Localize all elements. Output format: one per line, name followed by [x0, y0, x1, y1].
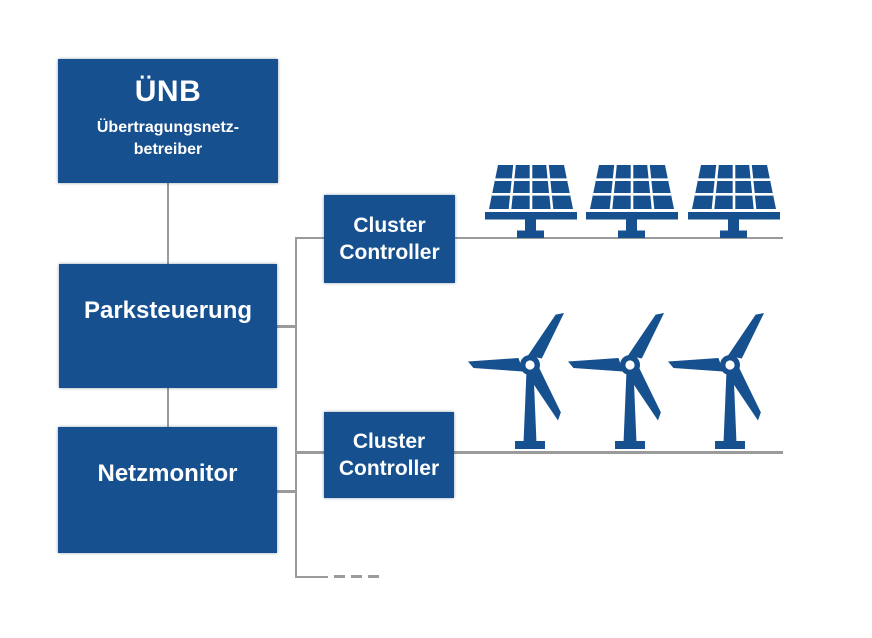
parksteuerung-label: Parksteuerung	[83, 297, 253, 324]
cluster-controller-wind-box: Cluster Controller	[324, 412, 454, 498]
ellipsis-dashes-icon	[368, 575, 379, 579]
connector-pv-string	[455, 236, 783, 240]
connector-wind-string	[453, 451, 783, 454]
cluster-controller-pv-line1: Cluster	[353, 214, 426, 237]
cluster-controller-wind-line1: Cluster	[352, 430, 426, 453]
connector-unb-parksteuerung	[166, 183, 170, 265]
wind-turbine-icon	[663, 299, 797, 451]
parksteuerung-box: Parksteuerung	[59, 264, 277, 388]
connector-parksteuerung-netzmonitor	[166, 388, 170, 428]
unb-box: ÜNB Übertragungsnetz- betreiber	[58, 59, 278, 183]
ellipsis-dashes-icon	[351, 575, 362, 579]
ellipsis-dashes-icon	[334, 575, 345, 579]
cluster-controller-pv-box: Cluster Controller	[324, 195, 455, 283]
unb-subtitle-line2: betreiber	[133, 141, 203, 158]
connector-bus-vertical	[294, 237, 298, 578]
connector-netzmonitor-bus	[277, 490, 297, 493]
connector-bus-more	[294, 575, 328, 578]
solar-panel-icon	[586, 164, 678, 238]
unb-subtitle-line1: Übertragungsnetz-	[96, 119, 240, 136]
netzmonitor-label: Netzmonitor	[97, 460, 238, 487]
netzmonitor-box: Netzmonitor	[58, 427, 277, 553]
connector-bus-cluster-controller-wind	[296, 451, 325, 454]
solar-panel-icon	[688, 164, 780, 238]
cluster-controller-wind-line2: Controller	[338, 457, 440, 480]
unb-title: ÜNB	[134, 75, 202, 108]
solar-panel-icon	[485, 164, 577, 238]
unb-subtitle: Übertragungsnetz- betreiber	[58, 117, 278, 161]
connector-bus-cluster-controller-pv	[296, 236, 325, 240]
cluster-controller-pv-line2: Controller	[339, 241, 440, 264]
connector-parksteuerung-bus	[277, 325, 297, 328]
